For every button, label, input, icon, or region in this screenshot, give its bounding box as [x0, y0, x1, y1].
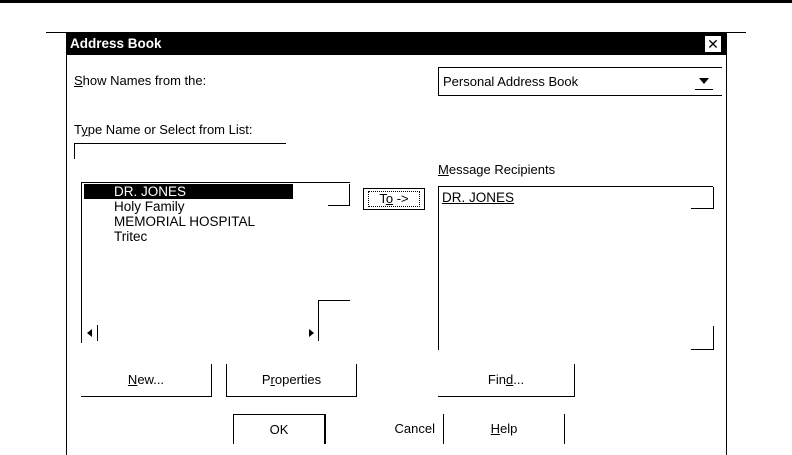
arrow-right-icon [309, 329, 314, 337]
find-button-rest: ... [513, 372, 524, 387]
address-book-dialog: Address Book ✕ Show Names from the: Pers… [66, 33, 727, 455]
recipients-corner-edge [691, 326, 714, 350]
list-item[interactable]: Tritec [84, 229, 293, 244]
find-button-pre: Fin [488, 372, 506, 387]
recipient-item[interactable]: DR. JONES [442, 190, 514, 205]
recipients-label-rest: essage Recipients [449, 162, 555, 177]
list-item[interactable]: DR. JONES [84, 184, 293, 199]
show-names-label: Show Names from the: [74, 73, 206, 88]
scroll-right-button[interactable] [305, 325, 319, 341]
help-button[interactable]: Help [444, 414, 565, 444]
address-book-select-value: Personal Address Book [443, 74, 578, 89]
list-item[interactable]: MEMORIAL HOSPITAL [84, 214, 293, 229]
close-icon[interactable]: ✕ [705, 36, 721, 52]
address-book-select[interactable]: Personal Address Book [438, 67, 722, 96]
dialog-title: Address Book [70, 36, 162, 51]
show-names-label-key: S [74, 73, 83, 88]
list-item[interactable]: Holy Family [84, 199, 293, 214]
recipients-edge-notch [691, 187, 714, 209]
scroll-left-button[interactable] [84, 325, 98, 341]
names-listbox[interactable]: DR. JONES Holy Family MEMORIAL HOSPITAL … [81, 182, 350, 343]
to-button-key: o [386, 191, 393, 206]
help-button-rest: elp [500, 421, 517, 436]
add-to-recipients-button[interactable]: To -> [363, 188, 425, 210]
properties-button-rest: operties [275, 372, 321, 387]
properties-button-pre: P [262, 372, 271, 387]
recipients-label: Message Recipients [438, 162, 555, 177]
add-to-recipients-focus: To -> [368, 191, 420, 207]
new-button[interactable]: New... [81, 364, 212, 397]
list-edge-notch [328, 184, 350, 206]
type-name-label-rest: pe Name or Select from List: [88, 122, 253, 137]
type-name-label: Type Name or Select from List: [74, 122, 252, 137]
list-corner-edge [318, 300, 350, 326]
new-button-rest: ew... [137, 372, 164, 387]
chevron-down-icon[interactable] [699, 78, 709, 84]
find-button[interactable]: Find... [438, 364, 575, 397]
title-bar[interactable]: Address Book ✕ [67, 34, 726, 55]
type-name-input[interactable] [74, 143, 286, 159]
help-button-key: H [491, 421, 500, 436]
recipients-label-key: M [438, 162, 449, 177]
show-names-label-rest: how Names from the: [83, 73, 207, 88]
arrow-left-icon [87, 329, 92, 337]
cancel-button[interactable]: Cancel [340, 414, 444, 444]
new-button-key: N [128, 372, 137, 387]
top-border [0, 0, 792, 3]
ok-button[interactable]: OK [233, 414, 326, 444]
to-button-rest: -> [393, 191, 409, 206]
dropdown-button-edge [695, 89, 713, 90]
recipients-listbox[interactable]: DR. JONES [438, 186, 713, 350]
properties-button[interactable]: Properties [226, 364, 357, 397]
